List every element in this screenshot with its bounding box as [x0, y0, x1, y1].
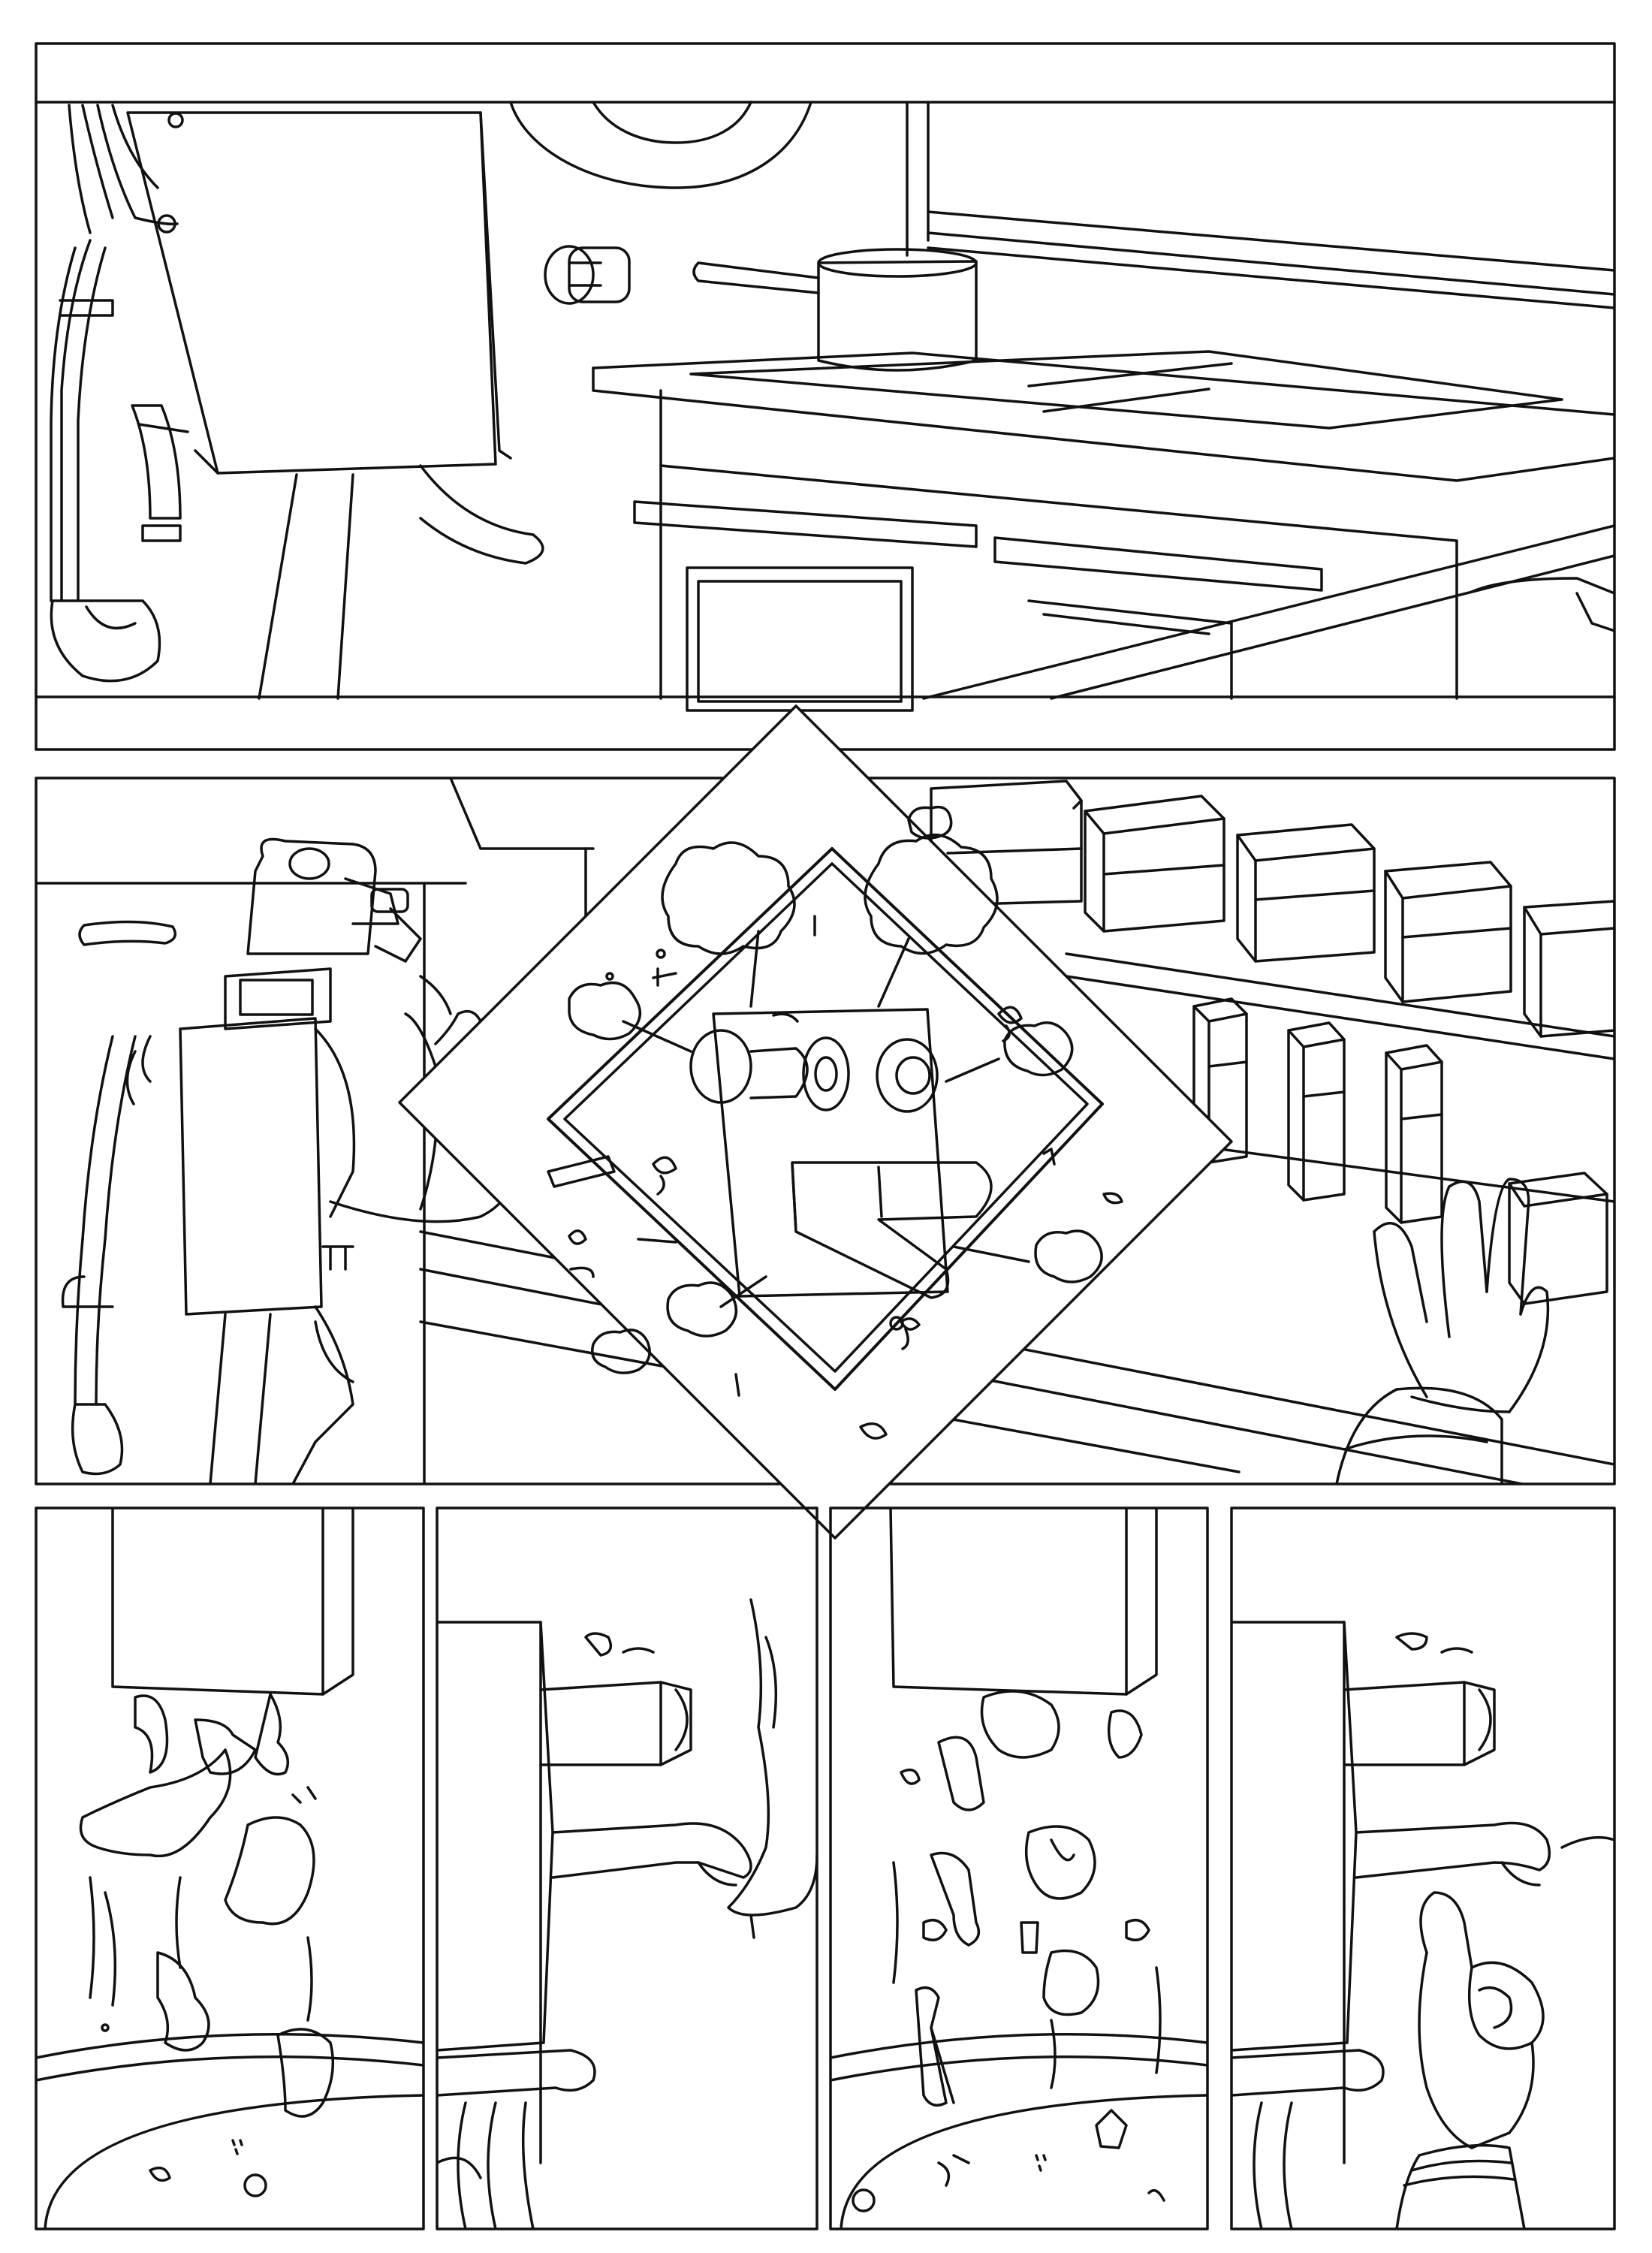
panel-robot-ok-gesture: [1230, 1507, 1616, 2230]
pot-icon: [36, 2033, 424, 2229]
panel-robot-drops-ingredients: [829, 1507, 1209, 2230]
hand-icon: [1335, 1178, 1550, 1484]
panel-kitchen-stove: [35, 42, 1616, 751]
food-scrap-icon: [79, 1694, 335, 2118]
explosion-puff-icon: [568, 805, 1103, 1374]
panel-robot-drops-scraps: [35, 1507, 425, 2230]
panel-robot-arm-reaches: [436, 1507, 818, 2230]
food-scrap-icon: [900, 1690, 1150, 2149]
pot-icon: [831, 2033, 1207, 2229]
panel-inset-explosion: [398, 704, 1233, 1540]
robot-arm-icon: [551, 1822, 752, 1887]
ok-hand-icon: [1418, 1891, 1545, 2149]
machine-icon: [689, 1008, 993, 1299]
